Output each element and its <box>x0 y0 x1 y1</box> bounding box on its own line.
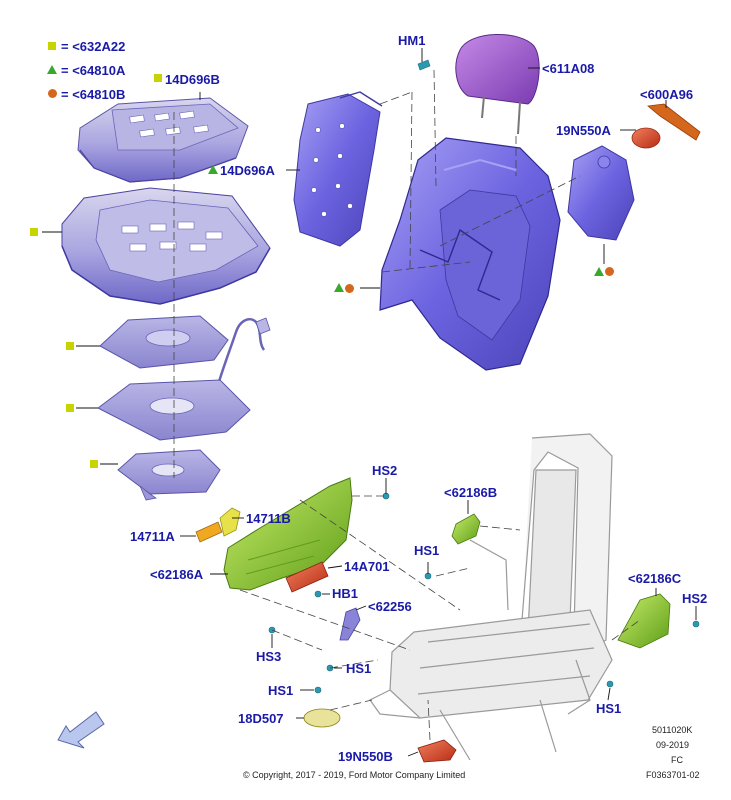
copyright-text: © Copyright, 2017 - 2019, Ford Motor Com… <box>243 770 466 780</box>
seat-pan-plate-lower[interactable] <box>117 449 221 501</box>
seat-wire-harness[interactable] <box>212 317 271 399</box>
seat-side-shield-62186a[interactable] <box>223 477 353 591</box>
front-direction-arrow <box>57 711 105 749</box>
callout-19n550a[interactable]: 19N550A <box>556 123 611 138</box>
callout-600a96[interactable]: <600A96 <box>640 87 694 102</box>
callout-18d507[interactable]: 18D507 <box>238 711 284 726</box>
marker-square-icon <box>90 460 98 468</box>
callout-hs1-mid[interactable]: HS1 <box>414 543 440 558</box>
illustration-date: 09-2019 <box>656 740 690 750</box>
marker-triangle-icon <box>594 267 604 276</box>
callout-14711b[interactable]: 14711B <box>246 511 291 526</box>
marker-triangle-icon <box>208 165 218 174</box>
callout-62186c[interactable]: <62186C <box>628 571 682 586</box>
backrest-panel[interactable] <box>293 91 383 247</box>
marker-circle-icon <box>605 267 614 276</box>
callout-leaders <box>42 48 697 757</box>
headrest[interactable] <box>455 34 540 135</box>
trim-clip-62186b[interactable] <box>451 513 481 545</box>
callout-62186b[interactable]: <62186B <box>444 485 498 500</box>
callout-hs1-right[interactable]: HS1 <box>596 701 622 716</box>
airbag-sensor-19n550b[interactable] <box>417 739 457 763</box>
seat-pan-plate-upper[interactable] <box>99 315 229 369</box>
marker-square-icon <box>30 228 38 236</box>
seat-control-module-14a701[interactable] <box>285 561 329 593</box>
marker-circle-icon <box>345 284 354 293</box>
seat-pan-plate-middle[interactable] <box>97 379 251 441</box>
callout-611a08[interactable]: <611A08 <box>542 61 595 76</box>
bracket-62256[interactable] <box>339 607 361 641</box>
backrest-foam[interactable] <box>379 137 561 371</box>
marker-triangle-icon <box>334 283 344 292</box>
callout-hs2-top[interactable]: HS2 <box>372 463 398 478</box>
assembly-lines-frame <box>239 495 641 741</box>
marker-square-icon <box>66 342 74 350</box>
legend-item-64810a: = <64810A <box>61 63 126 78</box>
assembly-lines-backrest <box>379 69 581 273</box>
callout-hs2-right[interactable]: HS2 <box>682 591 708 606</box>
side-shield-62186c[interactable] <box>617 593 671 649</box>
callout-62256[interactable]: <62256 <box>368 599 412 614</box>
seat-frame[interactable] <box>369 433 613 761</box>
marker-square-icon <box>66 404 74 412</box>
side-airbag-module[interactable] <box>567 145 635 241</box>
callout-hs3[interactable]: HS3 <box>256 649 282 664</box>
callout-hm1[interactable]: HM1 <box>398 33 426 48</box>
legend-item-632a22: = <632A22 <box>61 39 126 54</box>
callout-62186a[interactable]: <62186A <box>150 567 204 582</box>
hm1-fastener[interactable] <box>417 59 431 71</box>
illustration-fc: FC <box>671 755 683 765</box>
control-knob-14711b[interactable] <box>219 507 241 537</box>
retractor-18d507[interactable] <box>303 708 341 728</box>
callout-hb1[interactable]: HB1 <box>332 586 359 601</box>
callout-14d696a[interactable]: 14D696A <box>220 163 275 178</box>
legend-item-64810b: = <64810B <box>61 87 126 102</box>
airbag-sensor-19n550a[interactable] <box>631 127 661 149</box>
cushion-trim-cover[interactable] <box>77 97 249 183</box>
legend-triangle-icon <box>47 65 57 74</box>
callout-hs1-left[interactable]: HS1 <box>268 683 294 698</box>
legend-circle-icon <box>48 89 57 98</box>
illustration-ref: F0363701-02 <box>646 770 700 780</box>
legend-square-icon <box>48 42 56 50</box>
cushion-foam-pad[interactable] <box>61 187 271 305</box>
illustration-code: 5011020K <box>652 725 693 735</box>
callout-14d696b[interactable]: 14D696B <box>165 72 220 87</box>
callout-19n550b[interactable]: 19N550B <box>338 749 393 764</box>
control-switch-14711a[interactable] <box>195 521 223 543</box>
callout-hs1-low[interactable]: HS1 <box>346 661 372 676</box>
callout-14a701[interactable]: 14A701 <box>344 559 390 574</box>
marker-square-icon <box>154 74 162 82</box>
airbag-bracket-600a96[interactable] <box>647 103 701 141</box>
callout-14711a[interactable]: 14711A <box>130 529 175 544</box>
